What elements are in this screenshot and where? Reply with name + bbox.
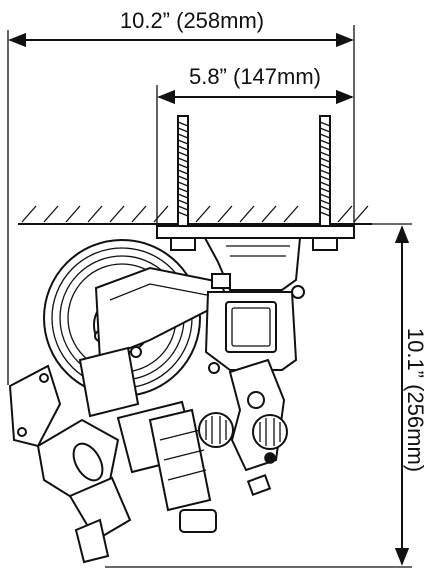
gearbox-cover <box>225 301 277 353</box>
guide-roller-right <box>252 414 288 450</box>
bracket-pivot-bolt <box>291 285 305 299</box>
mounting-surface <box>18 205 372 225</box>
overall-width-dimension: 10.2” (258mm) <box>7 8 355 385</box>
gearbox-lug <box>211 273 231 289</box>
gearbox-cover-inner <box>231 307 271 347</box>
motor-mount <box>78 346 140 418</box>
bolt-thread <box>177 121 189 217</box>
roller-ribs <box>259 418 281 446</box>
roller-ribs <box>205 416 227 444</box>
clamp-bolt <box>17 427 27 437</box>
bolt-spacing-label: 5.8” (147mm) <box>189 64 321 89</box>
roller-linkage <box>198 358 288 496</box>
overall-height-label: 10.1” (256mm) <box>403 328 428 472</box>
arm-edge <box>109 283 213 301</box>
bolt-spacing-dimension: 5.8” (147mm) <box>156 64 354 225</box>
drive-column <box>148 408 212 512</box>
clamp-body <box>8 364 132 564</box>
hub-bolt <box>130 346 142 358</box>
bolt-thread <box>319 121 331 217</box>
bracket-ribs <box>226 245 290 257</box>
clamp-bolt <box>39 373 49 383</box>
gearbox-bolt <box>208 362 220 374</box>
overall-width-label: 10.2” (258mm) <box>120 8 264 33</box>
adjust-screw <box>246 474 272 496</box>
mounting-bolt-left <box>170 115 196 251</box>
column-detail <box>159 429 207 481</box>
drive-block <box>78 346 217 533</box>
adjust-knob <box>264 452 276 464</box>
drive-foot <box>179 509 217 533</box>
surface-hatching <box>21 205 369 223</box>
clamp-slot <box>72 442 104 482</box>
linkage-hole <box>247 391 265 409</box>
left-clamp-plate <box>8 364 62 448</box>
mounting-plate <box>156 225 355 239</box>
guide-roller-left <box>198 412 234 448</box>
mounting-bolt-right <box>312 115 338 251</box>
jaw-tip <box>74 518 110 564</box>
gearbox <box>204 273 298 374</box>
